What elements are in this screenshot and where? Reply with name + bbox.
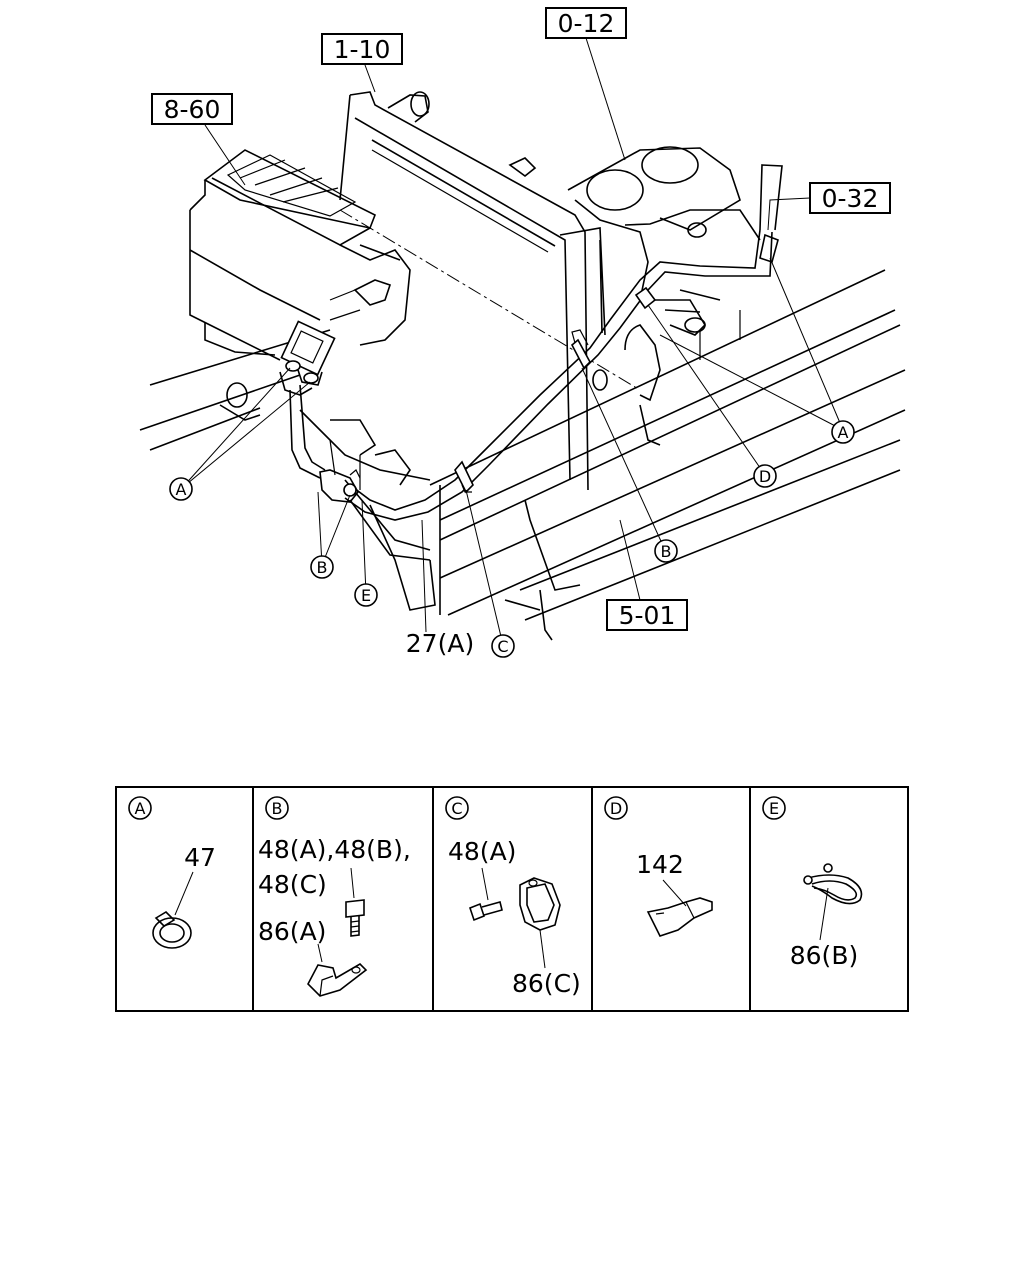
engine-lower (219, 382, 431, 490)
hose-clamp-drawing (152, 910, 192, 949)
callout-b-left: B (310, 555, 334, 579)
detail-cell-e: E 86(B) (762, 796, 863, 970)
callout-letter: A (838, 423, 849, 442)
reference-label: 0-12 (558, 9, 615, 38)
callout-c: C (491, 634, 515, 658)
bolt-drawing (345, 899, 365, 937)
reference-box-1-10: 1-10 (321, 33, 403, 65)
clip-86a-drawing (307, 962, 368, 997)
detail-table: A 47 B 48(A),48(B), 48(C) 86(A) (115, 786, 909, 1012)
detail-cell-c: C 48(A) 86(C) (445, 796, 581, 998)
heater-hose (279, 164, 783, 611)
reference-box-0-12: 0-12 (545, 7, 627, 39)
reference-label: 1-10 (334, 35, 391, 64)
callout-letter: C (497, 637, 508, 656)
clip-86c-drawing (519, 877, 561, 931)
detail-cell-d: D 142 (604, 796, 713, 937)
callout-a-left: A (169, 477, 193, 501)
hose-clips (454, 222, 707, 494)
cell-key: A (135, 799, 146, 818)
reference-label: 0-32 (822, 184, 879, 213)
reference-label: 5-01 (619, 601, 676, 630)
detail-cell-a: A 47 (128, 796, 216, 949)
callout-letter: B (317, 558, 328, 577)
radiator (339, 91, 641, 641)
assembly-illustration: 8-60 1-10 0-12 0-32 5-01 27(A) A A (139, 7, 906, 658)
reference-label: 8-60 (164, 95, 221, 124)
cell-key: E (769, 799, 779, 818)
callout-letter: E (361, 586, 371, 605)
cell-part-label: 86(A) (258, 917, 326, 946)
leader-lines (181, 37, 844, 646)
bolt-c-drawing (469, 901, 503, 922)
heater-unit (189, 149, 411, 376)
part-label-27a: 27(A) (406, 629, 474, 658)
cell-part-label: 48(A) (448, 837, 516, 866)
cell-key: C (451, 799, 462, 818)
callout-letter: B (661, 542, 672, 561)
callout-a-right: A (831, 420, 855, 444)
cell-part-label: 48(A),48(B), (258, 835, 411, 864)
cell-part-label: 47 (184, 843, 216, 872)
cell-part-label: 142 (636, 850, 684, 879)
reference-box-0-32: 0-32 (809, 182, 891, 214)
cell-part-label: 48(C) (258, 870, 327, 899)
callout-e: E (354, 583, 378, 607)
clip-86b-drawing (803, 863, 863, 905)
chassis-frame (139, 269, 906, 621)
callout-d: D (753, 464, 777, 488)
detail-cell-b: B 48(A),48(B), 48(C) 86(A) (258, 796, 411, 997)
callout-letter: D (759, 467, 771, 486)
reference-box-5-01: 5-01 (606, 599, 688, 631)
cell-key: B (272, 799, 283, 818)
callout-letter: A (176, 480, 187, 499)
callout-b-right: B (654, 539, 678, 563)
cell-part-label: 86(B) (790, 941, 858, 970)
bracket-142-drawing (646, 897, 713, 937)
cell-key: D (610, 799, 622, 818)
reference-box-8-60: 8-60 (151, 93, 233, 125)
cell-part-label: 86(C) (512, 969, 581, 998)
